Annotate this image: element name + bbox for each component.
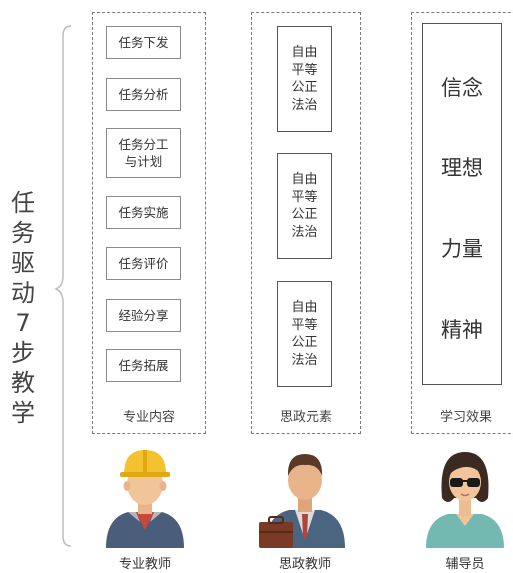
side-title-char: 7 [15, 309, 31, 337]
value-box: 自由 平等 公正 法治 [277, 153, 332, 259]
side-title-char: 学 [11, 399, 35, 427]
task-box: 任务拓展 [106, 349, 181, 382]
task-label: 任务拓展 [118, 358, 169, 373]
value-line: 公正 [291, 80, 318, 95]
panel-label: 学习效果 [439, 410, 492, 425]
value-line: 平等 [291, 189, 318, 205]
task-box: 任务下发 [106, 26, 181, 59]
effect-box: 信念 理想 力量 精神 [422, 23, 502, 385]
value-line: 法治 [291, 224, 318, 240]
ideology-elements-panel: 自由 平等 公正 法治 自由 平等 公正 法治 自由 平等 公正 法治 思政元素 [251, 12, 361, 434]
task-label: 任务分析 [118, 87, 169, 102]
professional-content-panel: 任务下发 任务分析 任务分工 与计划 任务实施 任务评价 经验分享 任务拓展 专… [92, 12, 206, 434]
curly-bracket [54, 25, 72, 547]
task-label: 任务分工 [118, 137, 169, 152]
task-box: 经验分享 [106, 299, 181, 332]
side-title-char: 驱 [11, 249, 35, 277]
value-line: 自由 [291, 172, 318, 187]
effect-item: 信念 [441, 76, 483, 100]
panel-label: 思政元素 [279, 410, 332, 425]
task-box: 任务分析 [106, 78, 181, 111]
person-label: 辅导员 [445, 557, 485, 572]
task-label: 任务评价 [118, 256, 169, 271]
value-line: 公正 [291, 207, 318, 222]
learning-effect-panel: 信念 理想 力量 精神 学习效果 [411, 12, 513, 434]
value-line: 法治 [291, 352, 318, 368]
task-label: 经验分享 [118, 308, 169, 323]
value-line: 自由 [291, 300, 318, 315]
task-box: 任务分工 与计划 [106, 128, 181, 178]
value-box: 自由 平等 公正 法治 [277, 281, 332, 387]
value-line: 平等 [291, 62, 318, 78]
effect-item: 精神 [441, 318, 483, 342]
woman-sunglasses-icon [426, 452, 504, 548]
task-label: 与计划 [124, 154, 163, 169]
value-box: 自由 平等 公正 法治 [277, 26, 332, 132]
businessman-briefcase-icon [259, 454, 345, 548]
task-label: 任务下发 [118, 35, 169, 50]
task-label: 任务实施 [118, 205, 169, 220]
worker-hardhat-icon [106, 450, 184, 548]
effect-item: 理想 [441, 156, 483, 180]
person-label: 思政教师 [278, 557, 331, 572]
person-label: 专业教师 [118, 557, 171, 572]
side-title: 任 务 驱 动 7 步 教 学 [6, 188, 40, 428]
side-title-char: 任 [11, 189, 35, 217]
task-box: 任务实施 [106, 196, 181, 229]
side-title-char: 步 [11, 339, 35, 367]
value-line: 平等 [291, 317, 318, 333]
value-line: 公正 [291, 335, 318, 350]
side-title-char: 教 [11, 369, 35, 397]
side-title-char: 务 [11, 219, 35, 247]
value-line: 法治 [291, 97, 318, 113]
side-title-char: 动 [11, 279, 35, 307]
task-box: 任务评价 [106, 247, 181, 280]
panel-label: 专业内容 [122, 410, 175, 425]
value-line: 自由 [291, 45, 318, 60]
effect-item: 力量 [441, 237, 483, 261]
